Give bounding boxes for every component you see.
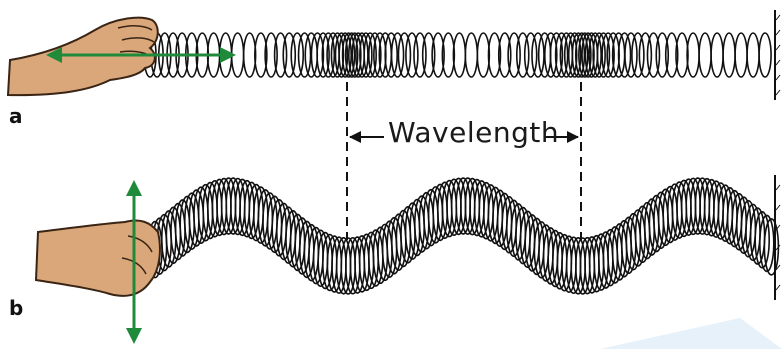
- panel-label-b: b: [9, 296, 23, 320]
- panel-label-a: a: [9, 104, 23, 128]
- wavelength-arrow-left: [349, 131, 384, 143]
- spring-longitudinal: [144, 33, 771, 77]
- spring-coil: [291, 33, 303, 77]
- spring-transverse: [148, 178, 778, 294]
- spring-coil: [453, 33, 465, 77]
- spring-coil: [465, 33, 477, 77]
- spring-coil: [759, 33, 771, 77]
- wall-icon-a: [775, 10, 780, 100]
- spring-coil: [525, 33, 537, 77]
- spring-coil: [244, 33, 256, 77]
- spring-coil: [711, 33, 723, 77]
- spring-coil: [398, 33, 410, 77]
- wavelength-label: Wavelength: [388, 116, 559, 149]
- hand-icon-b: [36, 220, 160, 295]
- spring-coil: [477, 33, 489, 77]
- spring-coil: [735, 33, 747, 77]
- watermark-shape: [600, 318, 782, 349]
- spring-coil: [687, 33, 699, 77]
- spring-coil: [723, 33, 735, 77]
- spring-coil: [747, 33, 759, 77]
- spring-coil: [699, 33, 711, 77]
- spring-coil: [632, 33, 644, 77]
